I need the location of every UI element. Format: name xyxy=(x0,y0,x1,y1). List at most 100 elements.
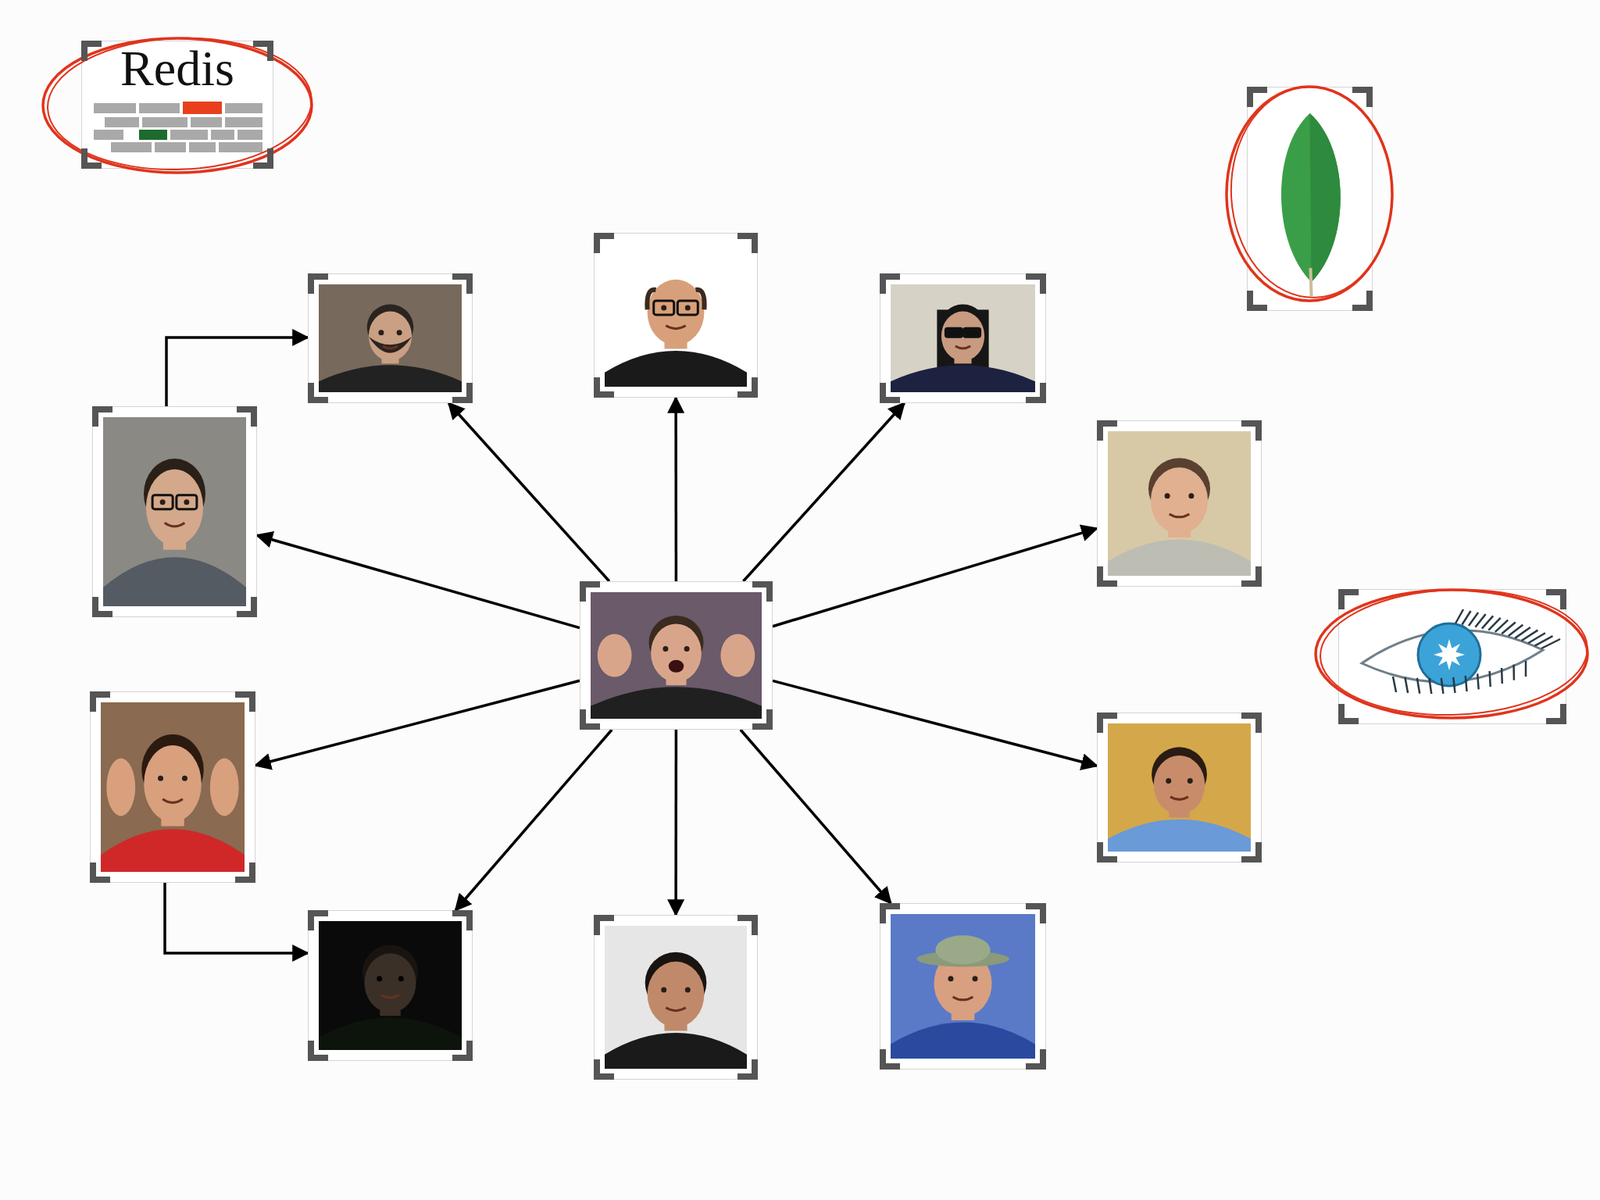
photo-corner xyxy=(236,406,258,427)
photo-frame-node xyxy=(879,273,1047,404)
photo-corner xyxy=(1352,290,1373,311)
logo-wordmark: Redis xyxy=(120,42,235,95)
eye-logo-iris xyxy=(1417,623,1481,686)
photo-corner xyxy=(752,709,773,730)
photo-corner xyxy=(593,377,615,398)
photo-hand xyxy=(597,633,633,677)
highlight-ring xyxy=(1317,585,1590,720)
photo-frame-node xyxy=(307,910,473,1061)
photo-eye xyxy=(1164,492,1171,499)
node-art xyxy=(593,914,758,1080)
eye-logo-lash xyxy=(1512,664,1515,681)
arrow-connector xyxy=(164,882,308,954)
photo-corner xyxy=(879,382,900,404)
photo-frame-node xyxy=(92,406,258,618)
logo-brick xyxy=(182,101,222,115)
photo-corner xyxy=(1025,903,1047,924)
photo-eye xyxy=(157,775,164,782)
photo-frame-node xyxy=(307,273,473,404)
photo-face xyxy=(364,953,417,1013)
photo-face xyxy=(941,311,985,361)
photo-frame-node xyxy=(89,691,256,883)
photo-corner xyxy=(579,581,600,602)
photo-frame xyxy=(90,692,256,883)
photo-corner xyxy=(307,273,329,294)
photo-background xyxy=(318,921,462,1050)
photo-corner xyxy=(879,1049,900,1070)
photo-corner xyxy=(307,382,329,404)
arrow-connector xyxy=(772,680,1097,766)
node-art xyxy=(1246,86,1373,311)
photo-corner xyxy=(89,862,111,883)
photo-corner xyxy=(81,148,102,169)
photo-corner xyxy=(452,273,473,294)
photo-corner xyxy=(1352,86,1373,108)
logo-brick xyxy=(210,129,235,140)
photo-glasses xyxy=(176,495,197,510)
photo-frame xyxy=(580,582,773,730)
photo-shoulders xyxy=(604,350,747,387)
photo-shoulders xyxy=(318,364,462,393)
photo-eye xyxy=(972,975,979,982)
photo-mouth xyxy=(953,996,974,1000)
highlight-ring xyxy=(1315,589,1588,718)
photo-corner xyxy=(1546,589,1567,610)
photo-background xyxy=(590,592,762,719)
arrow-connector xyxy=(674,397,678,582)
photo-shoulders xyxy=(590,686,762,719)
photo-face xyxy=(1150,467,1208,534)
eye-logo-lash xyxy=(1441,678,1444,694)
photo-eye xyxy=(660,304,667,311)
photo-background xyxy=(890,284,1036,393)
logo-node xyxy=(1246,86,1373,311)
logo-brick xyxy=(237,129,263,140)
photo-shoulders xyxy=(890,364,1036,393)
arrow-connector xyxy=(740,729,891,904)
photo-corner xyxy=(593,1059,615,1080)
logo-brick xyxy=(189,142,216,153)
logo-brick xyxy=(218,142,263,153)
photo-mouth xyxy=(665,325,686,329)
logo-text-row: Redis xyxy=(81,40,274,95)
eye-logo-pupil xyxy=(1433,639,1465,671)
photo-eye xyxy=(684,646,690,652)
eye-logo-lash xyxy=(1461,610,1471,625)
logo-brick xyxy=(142,117,188,128)
eye-logo-lash xyxy=(1453,677,1455,693)
photo-corner xyxy=(1096,712,1118,733)
photo-background xyxy=(1107,431,1251,576)
arrow-connector xyxy=(674,729,678,915)
logo-brick xyxy=(93,103,136,114)
photo-corner xyxy=(1546,703,1567,725)
photo-corner xyxy=(1338,703,1359,725)
node-art xyxy=(879,903,1047,1070)
photo-background xyxy=(604,925,747,1069)
node-art xyxy=(89,691,256,883)
photo-frame xyxy=(880,274,1047,404)
photo-frame xyxy=(82,41,274,169)
photo-frame-node xyxy=(879,903,1047,1070)
eye-logo-lash xyxy=(1477,673,1479,690)
eye-logo-lash xyxy=(1428,678,1432,694)
photo-corner xyxy=(307,1040,329,1061)
node-art xyxy=(1338,589,1567,725)
node-art xyxy=(1096,712,1262,863)
photo-shoulders xyxy=(318,1017,462,1050)
photo-face xyxy=(647,961,705,1028)
photo-corner xyxy=(879,903,900,924)
photo-face xyxy=(647,279,705,346)
photo-frame-node xyxy=(1096,712,1262,863)
arrow-connector xyxy=(742,403,904,582)
photo-corner xyxy=(593,914,615,936)
photo-shoulders xyxy=(890,1022,1036,1059)
eye-logo-iris-ring xyxy=(1417,623,1481,686)
photo-frame-node xyxy=(593,232,758,398)
photo-eye xyxy=(662,646,668,652)
eye-logo-lash xyxy=(1489,671,1491,687)
photo-face xyxy=(143,745,202,822)
photo-corner xyxy=(452,1040,473,1061)
photo-face xyxy=(650,624,702,683)
photo-shoulders xyxy=(1107,539,1251,576)
photo-corner xyxy=(1096,566,1118,587)
eye-logo-lash xyxy=(1465,675,1468,692)
